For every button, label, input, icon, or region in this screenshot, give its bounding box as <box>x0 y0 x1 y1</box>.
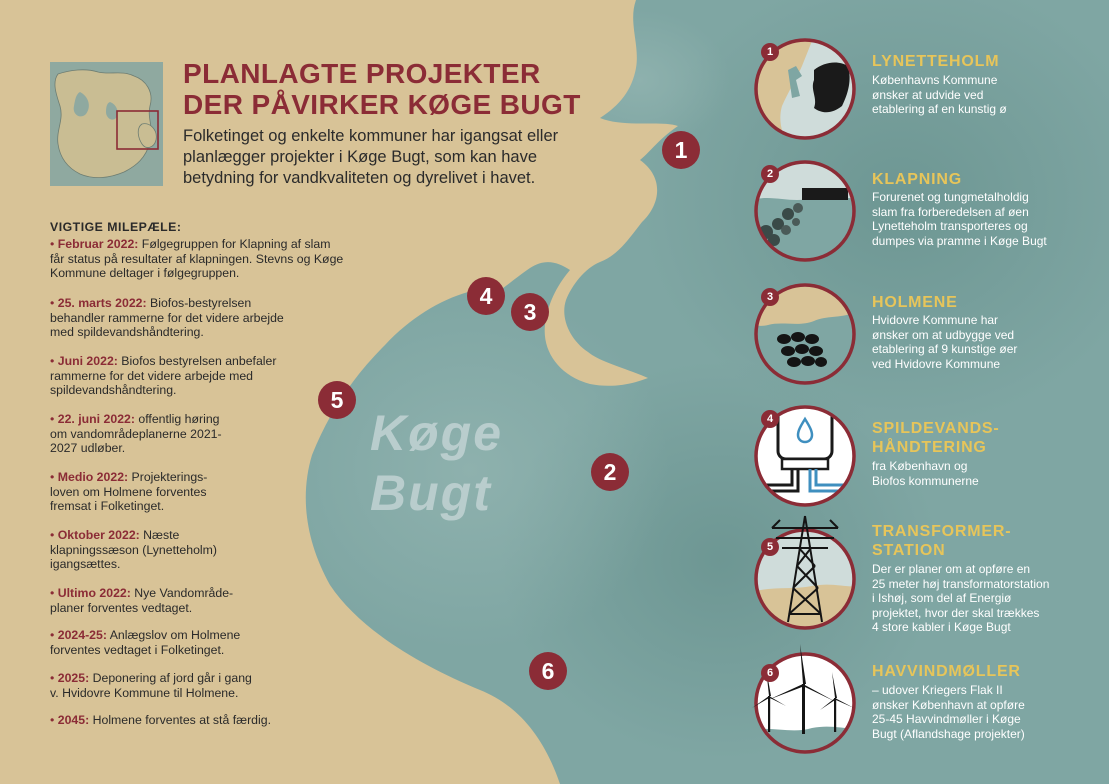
map-marker-6[interactable]: 6 <box>529 652 567 690</box>
project-title: KLAPNING <box>872 171 962 188</box>
milestone-item: • Juni 2022: Biofos bestyrelsen anbefale… <box>50 354 277 398</box>
intro-text: Folketinget og enkelte kommuner har igan… <box>183 127 559 187</box>
project-number-badge: 6 <box>761 664 779 682</box>
milestones-heading: VIGTIGE MILEPÆLE: <box>50 220 182 234</box>
bay-label-line2: Bugt <box>370 465 492 521</box>
map-marker-4[interactable]: 4 <box>467 277 505 315</box>
project-description: Der er planer om at opføre en 25 meter h… <box>872 562 1050 635</box>
project-number-badge: 1 <box>761 43 779 61</box>
holmene-icon <box>754 283 856 385</box>
project-title: HOLMENE <box>872 294 958 311</box>
project-description: Forurenet og tungmetalholdig slam fra fo… <box>872 190 1047 248</box>
project-description: fra København og Biofos kommunerne <box>872 459 979 488</box>
page-title-line2: DER PÅVIRKER KØGE BUGT <box>183 89 581 120</box>
milestone-item: • 2045: Holmene forventes at stå færdig. <box>50 713 271 727</box>
milestone-item: • Medio 2022: Projekterings- loven om Ho… <box>50 470 208 514</box>
locator-map-icon <box>50 62 163 186</box>
milestone-item: • 22. juni 2022: offentlig høring om van… <box>50 412 222 456</box>
milestones-list: VIGTIGE MILEPÆLE: • Februar 2022: Følgeg… <box>50 220 380 727</box>
transformer-tower-icon <box>754 515 856 630</box>
project-spildevand: 4 SPILDEVANDS- HÅNDTERING fra København … <box>752 403 1102 513</box>
map-marker-5[interactable]: 5 <box>318 381 356 419</box>
map-marker-1[interactable]: 1 <box>662 131 700 169</box>
milestone-item: • 2024-25: Anlægslov om Holmene forvente… <box>50 628 241 657</box>
milestone-item: • Oktober 2022: Næste klapningssæson (Ly… <box>50 528 218 572</box>
project-description: – udover Kriegers Flak II ønsker Københa… <box>872 683 1025 741</box>
project-number-badge: 4 <box>761 410 779 428</box>
milestone-item: • 2025: Deponering af jord går i gang v.… <box>50 671 252 700</box>
project-title: TRANSFORMER- STATION <box>872 523 1012 559</box>
project-number-badge: 3 <box>761 288 779 306</box>
project-havvindmoeller: 6 HAVVINDMØLLER – udover Kriegers Flak I… <box>752 644 1102 760</box>
page-title-line1: PLANLAGTE PROJEKTER <box>183 58 541 89</box>
bay-label-line1: Køge <box>370 405 503 461</box>
project-title: HAVVINDMØLLER <box>872 663 1021 680</box>
project-holmene: 3 HOLMENE Hvidovre Kommune har ønsker om… <box>752 281 1102 391</box>
project-lynetteholm: 1 LYNETTEHOLM Københavns Kommune ønsker … <box>752 36 1102 146</box>
wind-turbine-icon <box>752 644 856 754</box>
milestone-item: • Februar 2022: Følgegruppen for Klapnin… <box>50 237 344 281</box>
project-klapning: 2 KLAPNING Forurenet og tungmetalholdig … <box>752 158 1102 268</box>
header: PLANLAGTE PROJEKTER DER PÅVIRKER KØGE BU… <box>183 58 653 120</box>
milestone-item: • Ultimo 2022: Nye Vandområde- planer fo… <box>50 586 234 615</box>
project-description: Hvidovre Kommune har ønsker om at udbygg… <box>872 313 1018 371</box>
project-transformerstation: 5 TRANSFORMER- STATION Der er planer om … <box>752 515 1102 636</box>
milestone-item: • 25. marts 2022: Biofos-bestyrelsen beh… <box>50 296 284 340</box>
project-description: Københavns Kommune ønsker at udvide ved … <box>872 73 1007 117</box>
project-number-badge: 2 <box>761 165 779 183</box>
map-marker-2[interactable]: 2 <box>591 453 629 491</box>
project-title: LYNETTEHOLM <box>872 53 1000 70</box>
project-title: SPILDEVANDS- HÅNDTERING <box>872 420 1000 456</box>
project-number-badge: 5 <box>761 538 779 556</box>
map-marker-3[interactable]: 3 <box>511 293 549 331</box>
